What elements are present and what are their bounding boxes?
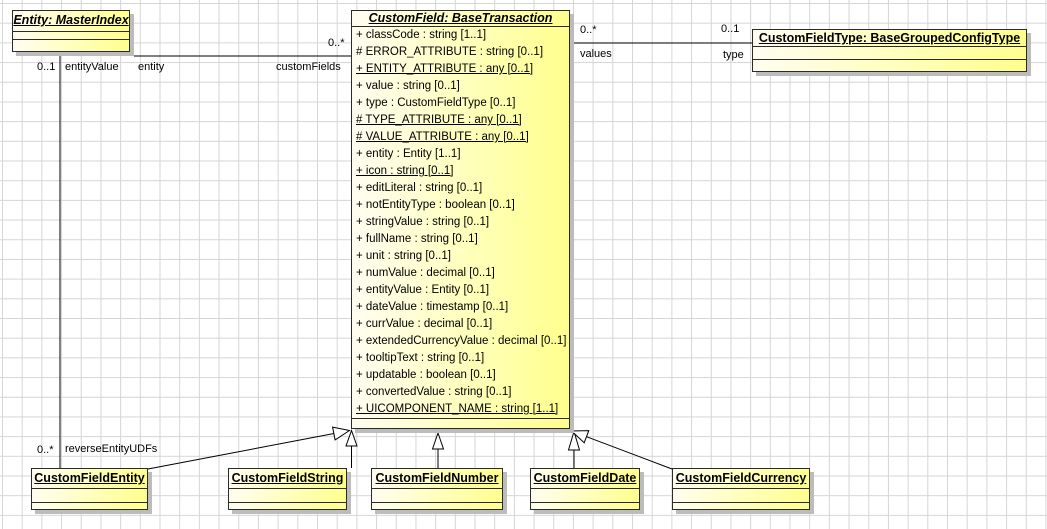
operations-compartment	[753, 59, 1026, 71]
class-box-customfield-basetransaction[interactable]: CustomField: BaseTransaction + classCode…	[351, 10, 570, 429]
class-title: CustomFieldNumber	[375, 471, 499, 485]
label-role-values[interactable]: values	[580, 48, 612, 60]
label-multiplicity-reverseentityudfs[interactable]: 0..*	[37, 444, 54, 456]
label-role-entity[interactable]: entity	[138, 61, 165, 73]
class-title: CustomField: BaseTransaction	[368, 11, 553, 25]
class-attribute[interactable]: + stringValue : string [0..1]	[356, 216, 490, 228]
class-attribute[interactable]: + fullName : string [0..1]	[356, 233, 478, 245]
attributes-compartment	[372, 488, 502, 502]
operations-compartment	[531, 502, 639, 509]
class-attribute[interactable]: + type : CustomFieldType [0..1]	[356, 97, 516, 109]
generalization-customfielddate[interactable]	[567, 429, 581, 469]
class-attribute[interactable]: + editLiteral : string [0..1]	[356, 182, 483, 194]
class-attribute[interactable]: + icon : string [0..1]	[356, 165, 454, 177]
class-attribute[interactable]: + unit : string [0..1]	[356, 250, 451, 262]
class-title: CustomFieldCurrency	[675, 471, 807, 485]
attributes-compartment	[673, 488, 809, 502]
class-attribute[interactable]: + entityValue : Entity [0..1]	[356, 284, 490, 296]
class-attribute[interactable]: # ERROR_ATTRIBUTE : string [0..1]	[356, 46, 544, 58]
class-title: CustomFieldEntity	[34, 471, 145, 485]
attributes-compartment	[32, 488, 147, 502]
generalization-arrowhead	[431, 431, 445, 450]
label-multiplicity-values[interactable]: 0..*	[580, 24, 597, 36]
class-attribute[interactable]: + dateValue : timestamp [0..1]	[356, 301, 509, 313]
class-attribute[interactable]: + currValue : decimal [0..1]	[356, 318, 493, 330]
operations-compartment	[673, 502, 809, 509]
generalization-arrowhead	[331, 426, 351, 441]
generalization-arrowhead	[567, 429, 581, 451]
class-attribute[interactable]: # VALUE_ATTRIBUTE : any [0..1]	[356, 131, 529, 143]
generalization-customfieldcurrency[interactable]	[570, 430, 673, 470]
class-attribute[interactable]: + numValue : decimal [0..1]	[356, 267, 495, 279]
label-role-customfields[interactable]: customFields	[276, 61, 341, 73]
attributes-compartment: + classCode : string [1..1] # ERROR_ATTRI…	[352, 26, 569, 418]
class-box-customfieldentity[interactable]: CustomFieldEntity	[31, 468, 148, 510]
operations-compartment	[229, 502, 346, 509]
operations-compartment	[372, 502, 502, 509]
class-box-customfieldstring[interactable]: CustomFieldString	[228, 468, 347, 510]
label-role-type[interactable]: type	[723, 49, 744, 61]
class-box-customfieldtype[interactable]: CustomFieldType: BaseGroupedConfigType	[752, 29, 1027, 72]
attributes-compartment	[13, 31, 129, 39]
class-title: CustomFieldType: BaseGroupedConfigType	[758, 31, 1021, 45]
generalization-arrowhead	[570, 430, 590, 444]
class-attribute[interactable]: + ENTITY_ATTRIBUTE : any [0..1]	[356, 63, 534, 75]
class-attribute[interactable]: + tooltipText : string [0..1]	[356, 352, 485, 364]
operations-compartment	[32, 502, 147, 509]
label-role-reverseentityudfs[interactable]: reverseEntityUDFs	[65, 443, 158, 455]
class-attribute[interactable]: + extendedCurrencyValue : decimal [0..1]	[356, 335, 567, 347]
generalization-line	[586, 436, 673, 470]
attributes-compartment	[531, 488, 639, 502]
label-role-entityvalue[interactable]: entityValue	[65, 61, 119, 73]
class-box-entity-masterindex[interactable]: Entity: MasterIndex	[12, 10, 130, 52]
class-title: Entity: MasterIndex	[13, 13, 129, 27]
operations-compartment	[13, 39, 129, 51]
generalization-customfieldstring[interactable]	[345, 429, 358, 469]
operations-compartment	[352, 418, 569, 428]
label-multiplicity-type[interactable]: 0..1	[721, 23, 740, 35]
class-attribute[interactable]: + convertedValue : string [0..1]	[356, 386, 512, 398]
class-attribute[interactable]: + updatable : boolean [0..1]	[356, 369, 496, 381]
class-attribute[interactable]: + UICOMPONENT_NAME : string [1..1]	[356, 403, 559, 415]
generalization-arrowhead	[345, 429, 358, 447]
class-attribute[interactable]: + entity : Entity [1..1]	[356, 148, 461, 160]
generalization-customfieldnumber[interactable]	[431, 431, 445, 468]
class-title: CustomFieldString	[231, 471, 344, 485]
class-attribute[interactable]: + classCode : string [1..1]	[356, 29, 487, 41]
label-multiplicity-entityvalue[interactable]: 0..1	[37, 61, 56, 73]
class-title: CustomFieldDate	[533, 471, 637, 485]
attributes-compartment	[753, 46, 1026, 59]
class-box-customfielddate[interactable]: CustomFieldDate	[530, 468, 640, 510]
class-box-customfieldnumber[interactable]: CustomFieldNumber	[371, 468, 503, 510]
attributes-compartment	[229, 488, 346, 502]
class-attribute[interactable]: + value : string [0..1]	[356, 80, 460, 92]
generalization-line	[147, 433, 335, 470]
class-box-customfieldcurrency[interactable]: CustomFieldCurrency	[672, 468, 810, 510]
label-multiplicity-customfields[interactable]: 0..*	[328, 37, 345, 49]
class-attribute[interactable]: # TYPE_ATTRIBUTE : any [0..1]	[356, 114, 522, 126]
class-attribute[interactable]: + notEntityType : boolean [0..1]	[356, 199, 515, 211]
generalization-customfieldentity[interactable]	[147, 426, 351, 470]
